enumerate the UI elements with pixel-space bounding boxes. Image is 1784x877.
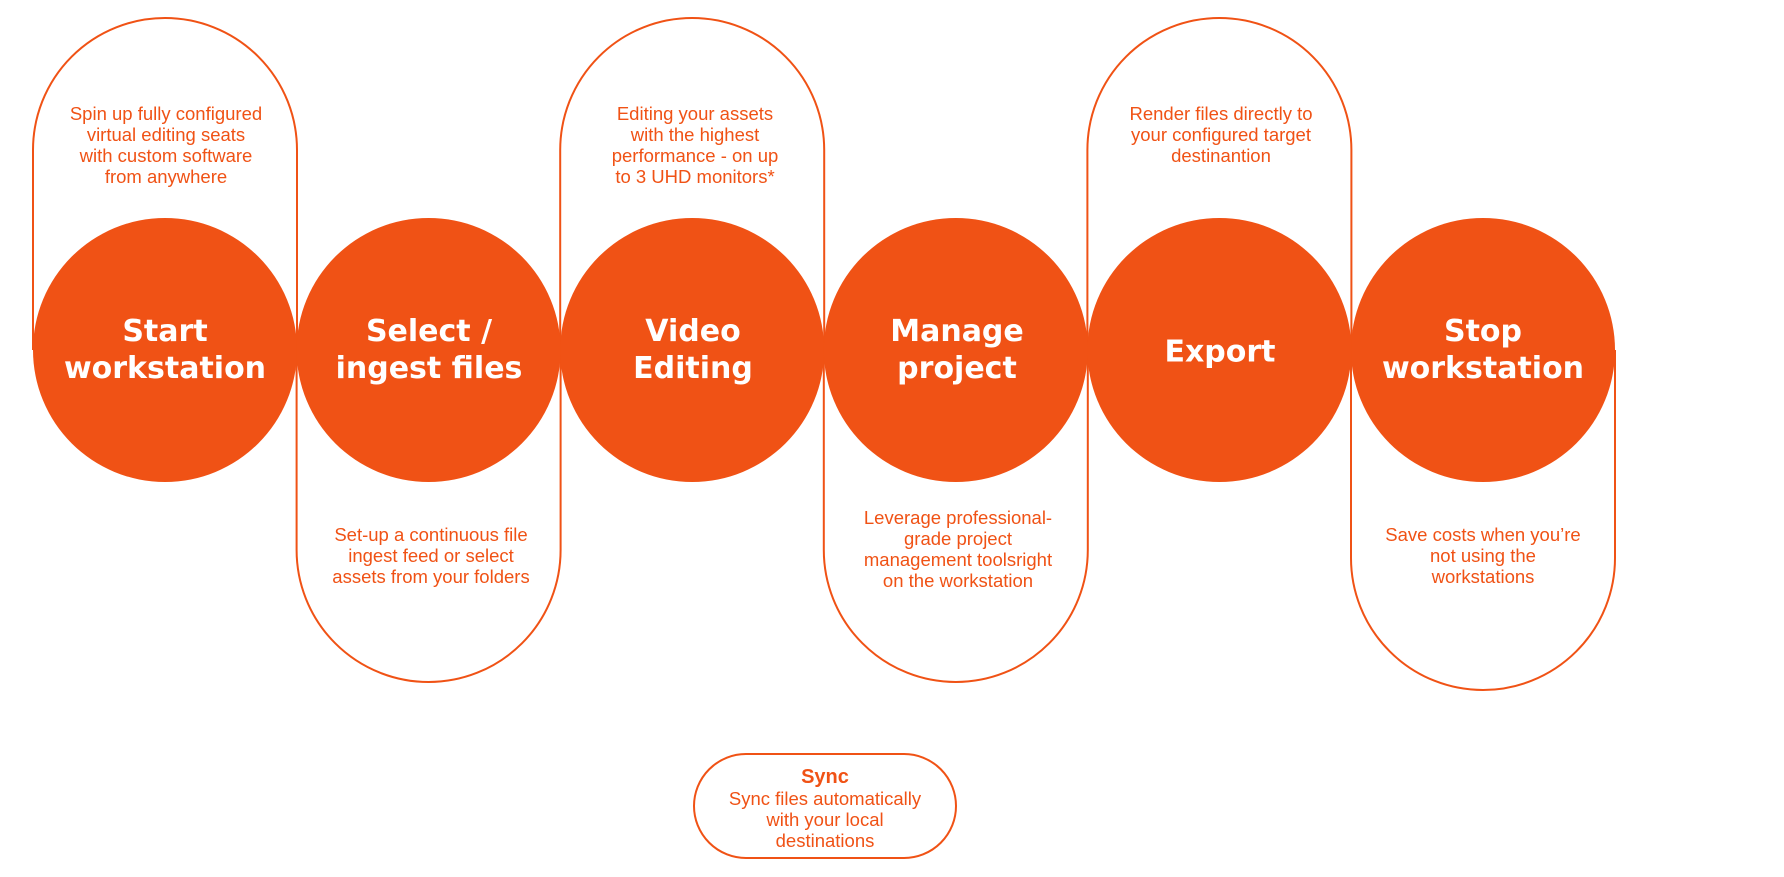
step-title-start-workstation: Start workstation bbox=[63, 314, 267, 386]
step-circle-stop-workstation bbox=[1351, 218, 1615, 482]
capsule-outline-stop-workstation bbox=[1350, 350, 1616, 691]
capsule-outline-start-workstation bbox=[32, 17, 298, 350]
step-circle-manage-project bbox=[823, 218, 1088, 482]
step-circle-start-workstation bbox=[33, 218, 297, 482]
step-description-stop-workstation: Save costs when you’re not using the wor… bbox=[1385, 524, 1581, 587]
capsule-outline-select-ingest-files bbox=[295, 350, 562, 683]
step-description-start-workstation: Spin up fully configured virtual editing… bbox=[69, 103, 263, 187]
step-circle-select-ingest-files bbox=[296, 218, 561, 482]
step-title-stop-workstation: Stop workstation bbox=[1381, 314, 1585, 386]
step-circle-video-editing bbox=[560, 218, 825, 482]
sync-box: Sync Sync files automatically with your … bbox=[693, 753, 957, 859]
step-title-export: Export bbox=[1164, 334, 1276, 370]
step-description-manage-project: Leverage professional- grade project man… bbox=[863, 507, 1053, 591]
capsule-outline-video-editing bbox=[559, 17, 826, 350]
step-description-video-editing: Editing your assets with the highest per… bbox=[611, 103, 779, 187]
step-description-export: Render files directly to your configured… bbox=[1129, 103, 1313, 166]
capsule-outline-export bbox=[1086, 17, 1353, 350]
step-circle-export bbox=[1087, 218, 1352, 482]
step-title-manage-project: Manage project bbox=[890, 314, 1024, 386]
sync-description: Sync files automatically with your local… bbox=[728, 788, 922, 851]
capsule-outline-manage-project bbox=[822, 350, 1089, 683]
step-title-select-ingest-files: Select / ingest files bbox=[335, 314, 523, 386]
step-description-select-ingest-files: Set-up a continuous file ingest feed or … bbox=[332, 524, 530, 587]
step-title-video-editing: Video Editing bbox=[633, 314, 753, 386]
sync-title: Sync bbox=[801, 766, 849, 788]
